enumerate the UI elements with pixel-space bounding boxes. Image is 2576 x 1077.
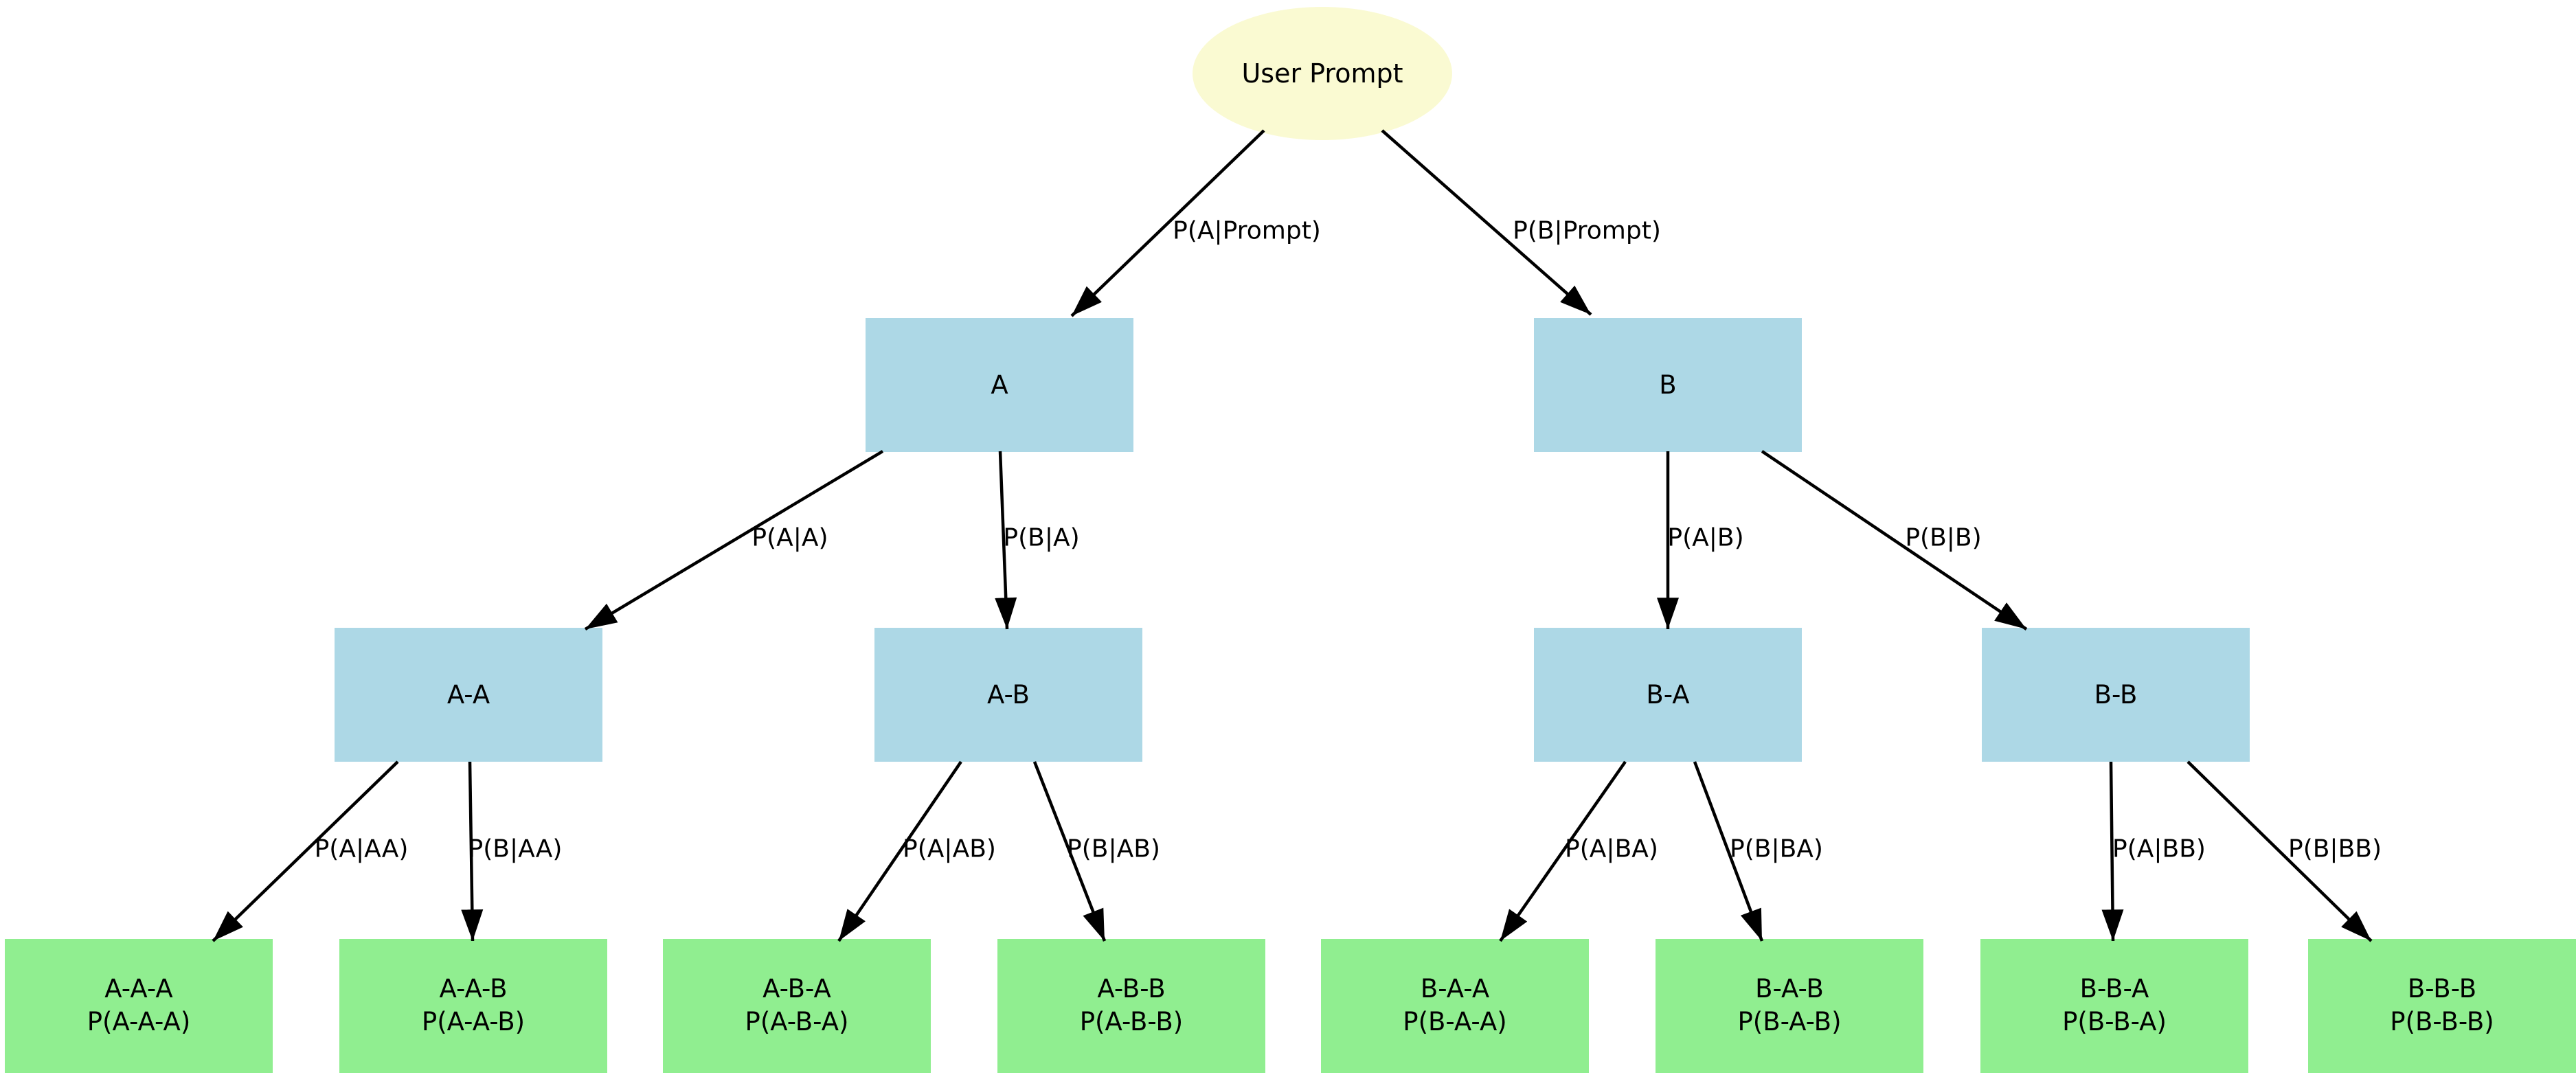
node-A: A — [866, 317, 1133, 452]
node-A-B-A-label-line: A-B-A — [762, 974, 831, 1004]
edge-label-B-to-B-A: P(A|B) — [1667, 523, 1744, 552]
node-B-B: B-B — [1982, 627, 2250, 762]
edge-label-A-A-to-A-A-A: P(A|AA) — [314, 835, 409, 863]
edge-label-B-B-to-B-B-B: P(B|BB) — [2287, 835, 2382, 863]
node-B-A-B-label-line: P(B-A-B) — [1737, 1007, 1842, 1036]
node-B-B-A-label-line: P(B-B-A) — [2062, 1007, 2167, 1036]
edge-label-B-A-to-B-A-B: P(B|BA) — [1730, 835, 1823, 863]
node-A-B-B-label-line: A-B-B — [1097, 974, 1166, 1004]
node-B-B-A-label-line: B-B-A — [2079, 974, 2149, 1004]
node-A-A-B: A-A-B P(A-A-B) — [339, 938, 607, 1073]
node-A-A-A-label-line: A-A-A — [104, 974, 173, 1004]
node-B-A-B: B-A-B P(B-A-B) — [1656, 938, 1923, 1073]
node-user-prompt: User Prompt — [1193, 7, 1452, 140]
node-A-A-A: A-A-A P(A-A-A) — [5, 938, 273, 1073]
node-A-A-B-label-line: A-A-B — [439, 974, 508, 1004]
edge-label-A-to-A-A: P(A|A) — [752, 523, 828, 552]
edge-label-user-prompt-to-A: P(A|Prompt) — [1173, 216, 1321, 245]
edge-A-to-A-A — [584, 450, 884, 631]
node-B-A-A-label-line: P(B-A-A) — [1403, 1007, 1507, 1036]
edge-label-A-B-to-A-B-B: P(B|AB) — [1067, 835, 1160, 863]
node-B-A-B-label-line: B-A-B — [1755, 974, 1824, 1004]
edge-label-B-A-to-B-A-A: P(A|BA) — [1565, 835, 1658, 863]
edge-label-user-prompt-to-B: P(B|Prompt) — [1513, 216, 1661, 245]
node-A-B-B: A-B-B P(A-B-B) — [997, 938, 1265, 1073]
node-B-B-B: B-B-B P(B-B-B) — [2308, 938, 2576, 1073]
edge-label-B-B-to-B-B-A: P(A|BB) — [2112, 835, 2206, 863]
node-A-B-A-label-line: P(A-B-A) — [745, 1007, 849, 1036]
node-B-B-B-label-line: P(B-B-B) — [2390, 1007, 2494, 1036]
node-A-A-B-label-line: P(A-A-B) — [421, 1007, 526, 1036]
node-A-B-B-label-line: P(A-B-B) — [1079, 1007, 1184, 1036]
node-A-A: A-A — [335, 627, 602, 762]
edge-label-A-to-A-B: P(B|A) — [1003, 523, 1080, 552]
edge-B-to-B-B — [1761, 450, 2028, 631]
node-A-B: A-B — [874, 627, 1142, 762]
node-B-A-A-label-line: B-A-A — [1420, 974, 1490, 1004]
node-A-B-A: A-B-A P(A-B-A) — [663, 938, 931, 1073]
node-B-B-B-label-line: B-B-B — [2407, 974, 2477, 1004]
node-B: B — [1534, 317, 1802, 452]
node-B-A-A: B-A-A P(B-A-A) — [1321, 938, 1589, 1073]
node-B-B-A: B-B-A P(B-B-A) — [1980, 938, 2248, 1073]
node-A-A-A-label-line: P(A-A-A) — [87, 1007, 191, 1036]
edge-label-B-to-B-B: P(B|B) — [1905, 523, 1982, 552]
edge-label-A-B-to-A-B-A: P(A|AB) — [903, 835, 996, 863]
node-B-A: B-A — [1534, 627, 1802, 762]
edge-label-A-A-to-A-A-B: P(B|AA) — [468, 835, 563, 863]
